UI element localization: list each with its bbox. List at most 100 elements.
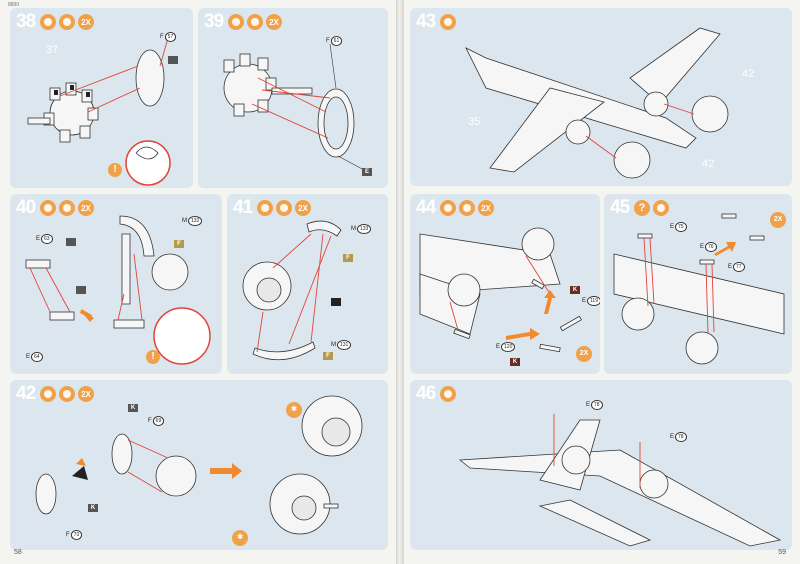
step-43-ref-42a: 42 — [742, 68, 755, 80]
glue-icon — [459, 200, 475, 216]
step-46-badges — [440, 386, 456, 402]
step-43-number: 43 — [416, 11, 436, 32]
paint-icon — [440, 200, 456, 216]
step-46-aircraft-illustration — [458, 414, 782, 547]
step-40-badges: 2X — [40, 200, 94, 216]
glue-icon — [59, 14, 75, 30]
step-43-panel: 43 35 42 42 — [410, 8, 792, 186]
color-tag-e: E — [362, 168, 372, 176]
repeat-badge: 2X — [266, 14, 282, 30]
color-tag-k: K — [128, 404, 138, 412]
step-45-badges: ? — [634, 200, 669, 216]
glue-icon — [59, 200, 75, 216]
paint-icon — [40, 14, 56, 30]
step-38-number: 38 — [16, 11, 36, 32]
repeat-badge: 2X — [295, 200, 311, 216]
repeat-badge: 2X — [770, 212, 786, 228]
step-40-number: 40 — [16, 197, 36, 218]
color-tag-f: F — [343, 254, 353, 262]
right-page-number: 59 — [778, 549, 786, 556]
glue-icon — [247, 14, 263, 30]
step-43-badges — [440, 14, 456, 30]
flag-icon — [168, 56, 178, 64]
step-42-number: 42 — [16, 383, 36, 404]
step-39-engine-illustration — [223, 43, 365, 171]
step-39-number: 39 — [204, 11, 224, 32]
repeat-badge: 2X — [78, 386, 94, 402]
step-43-ref-42b: 42 — [702, 158, 715, 170]
step-42-assembly-illustration — [35, 395, 363, 535]
step-41-cowling-illustration — [242, 220, 342, 361]
paint-icon — [40, 200, 56, 216]
color-tag-k: K — [510, 358, 520, 366]
page-header-mark: 8890 — [8, 2, 20, 8]
left-page: 8890 38 2X 37 — [0, 0, 396, 564]
step-39-badges: 2X — [228, 14, 282, 30]
repeat-badge: 2X — [78, 14, 94, 30]
flag-icon — [66, 238, 76, 246]
step-45-aircraft-illustration — [613, 213, 785, 365]
paint-icon — [257, 200, 273, 216]
book-gutter — [396, 0, 404, 564]
step-38-ref: 37 — [46, 44, 59, 56]
step-46-number: 46 — [416, 383, 436, 404]
step-41-number: 41 — [233, 197, 253, 218]
color-tag-k: K — [570, 286, 580, 294]
paint-icon — [40, 386, 56, 402]
snowflake-icon: ✱ — [286, 402, 302, 418]
step-38-engine-illustration — [27, 37, 171, 186]
step-45-number: 45 — [610, 197, 630, 218]
step-43-ref-35: 35 — [468, 116, 481, 128]
paint-icon — [440, 14, 456, 30]
paint-icon — [228, 14, 244, 30]
left-page-number: 58 — [14, 549, 22, 556]
repeat-badge: 2X — [78, 200, 94, 216]
question-badge: ? — [634, 200, 650, 216]
repeat-badge: 2X — [576, 346, 592, 362]
flag-icon — [76, 286, 86, 294]
warning-icon: ! — [108, 163, 122, 177]
repeat-badge: 2X — [478, 200, 494, 216]
step-44-badges: 2X — [440, 200, 494, 216]
step-42-badges: 2X — [40, 386, 94, 402]
snowflake-icon: ✱ — [232, 530, 248, 546]
step-44-number: 44 — [416, 197, 436, 218]
color-tag-f: F — [323, 352, 333, 360]
glue-icon — [653, 200, 669, 216]
color-tag-k: K — [88, 504, 98, 512]
step-41-badges: 2X — [257, 200, 311, 216]
step-38-badges: 2X — [40, 14, 94, 30]
glue-icon — [59, 386, 75, 402]
right-page: 43 35 42 42 44 — [404, 0, 800, 564]
paint-icon — [440, 386, 456, 402]
glue-icon — [276, 200, 292, 216]
step-43-aircraft-illustration — [465, 27, 729, 179]
step-44-aircraft-illustration — [419, 227, 582, 353]
color-tag-f: F — [174, 240, 184, 248]
step-40-assembly-illustration — [25, 215, 211, 365]
